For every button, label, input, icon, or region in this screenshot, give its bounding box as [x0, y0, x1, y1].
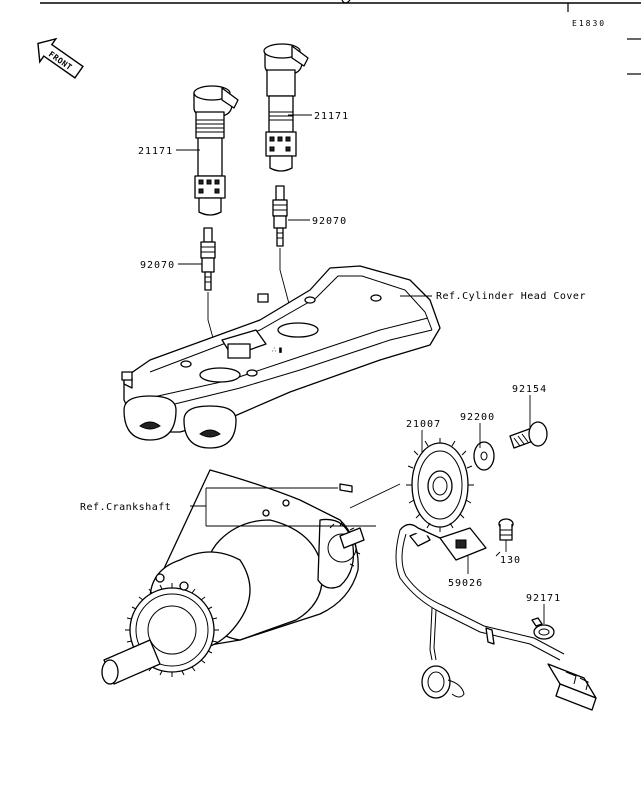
svg-text:∴ ▮: ∴ ▮ [272, 346, 283, 354]
part-label-21171-right: 21171 [314, 111, 349, 122]
cylinder-head-cover: ∴ ▮ [121, 265, 441, 449]
part-label-92070-right: 92070 [312, 216, 347, 227]
diagram-code: E1830 [572, 19, 606, 28]
crankshaft [101, 469, 365, 685]
spark-plug-right [272, 185, 288, 247]
part-label-92154: 92154 [512, 384, 547, 395]
part-label-92070-left: 92070 [140, 260, 175, 271]
key-pin [339, 483, 353, 493]
clamp [531, 617, 555, 640]
part-label-92171: 92171 [526, 593, 561, 604]
crank-sensor [395, 523, 597, 711]
crankshaft-bracket [190, 483, 401, 527]
page-frame [40, 0, 641, 75]
ref-cylinder-head-cover: Ref.Cylinder Head Cover [436, 291, 586, 302]
part-label-21171-left: 21171 [138, 146, 173, 157]
part-label-92200: 92200 [460, 412, 495, 423]
part-label-130: 130 [500, 555, 521, 566]
washer [473, 441, 495, 471]
leader-lines [176, 114, 545, 624]
bolt [509, 421, 548, 449]
ignition-coil-right [263, 43, 309, 172]
part-label-21007: 21007 [406, 419, 441, 430]
spark-plug-left [200, 227, 216, 291]
pickup-bolt [498, 518, 514, 541]
front-arrow-icon: FRONT [37, 37, 84, 79]
part-label-59026: 59026 [448, 578, 483, 589]
ref-crankshaft: Ref.Crankshaft [80, 502, 171, 513]
ignition-coil-left [193, 85, 239, 216]
timing-rotor [406, 438, 474, 532]
